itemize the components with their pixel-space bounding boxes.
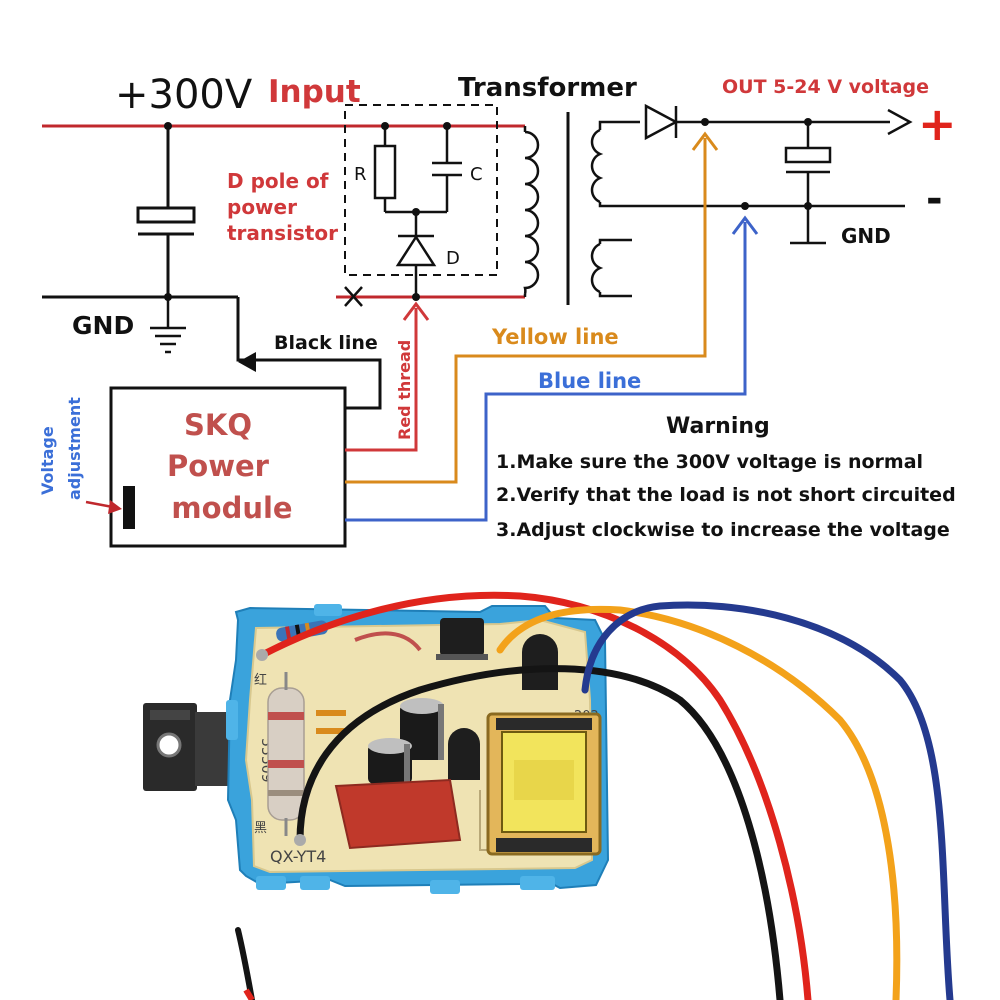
junction-dot [741,202,749,210]
minus-sign: - [926,176,943,222]
voltage-adjustment-line2: adjustment [65,397,84,500]
junction-dot [701,118,709,126]
pcb-transformer [486,712,602,856]
film-capacitor [334,778,462,850]
transistor-mid [522,634,558,690]
module-name-line1: SKQ [184,408,252,442]
voltage-potentiometer [123,486,135,529]
warning-item-2: 2.Verify that the load is not short circ… [496,484,956,506]
orange-wire [496,605,901,1000]
schematic: GND Black line R C [38,72,957,548]
housing-clip [520,876,555,890]
input-capacitor [136,126,196,297]
secondary-winding [590,120,745,208]
d-pole-label-line2: power [227,195,297,219]
junction-dot [804,202,812,210]
snubber-capacitor [432,126,462,212]
gnd-label-left: GND [72,311,134,340]
jumper [316,728,346,734]
diode-label: D [446,248,460,269]
power-resistor [267,672,305,836]
cut-mark [344,286,363,307]
primary-winding [523,126,540,297]
red-thread-label: Red thread [395,340,414,440]
auxiliary-winding [590,238,632,298]
yellow-line-label: Yellow line [491,325,619,349]
warning-title: Warning [666,414,770,439]
housing-clip [314,604,342,616]
blue-wire [581,601,954,1000]
housing-clip [256,876,286,890]
module-name-line3: module [171,491,292,525]
d-pole-label-line1: D pole of [227,169,329,193]
board-photo: QX-YT4 55509 202 红 黑 [143,591,954,1000]
black-line-wire [236,297,382,410]
adjust-arrowhead [108,500,122,514]
red-thread-arrow [402,301,430,321]
black-line-arrow [238,352,256,372]
silkscreen-trace [354,631,422,652]
black-line-label: Black line [274,332,378,354]
blue-line-wire [345,222,747,522]
housing-clip [226,700,238,740]
transistor-top [436,618,488,660]
red-thread-wire [345,308,418,452]
blue-line-arrow [731,215,759,235]
d-pole-label-line3: transistor [227,221,338,245]
junction-dot [412,293,420,301]
input-label: Input [268,74,361,110]
transistor-small [448,728,480,780]
snubber-resistor [373,126,447,214]
plus-sign: + [918,97,957,151]
snubber-box [344,104,498,276]
output-capacitor [784,122,832,245]
housing-clip [300,876,330,890]
silkscreen-red-char: 红 [254,672,267,688]
red-wire [258,591,812,1000]
gnd-label-right: GND [841,224,891,248]
silkscreen-model: QX-YT4 [270,847,326,866]
jumper [316,710,346,716]
loose-red-wire [243,988,255,1000]
capacitor-label: C [470,164,483,185]
solder-joint [256,649,268,661]
yellow-line-arrow [691,131,719,151]
skq-power-module [109,386,347,548]
electrolytic-capacitor-2 [368,738,412,784]
ground-symbol-left [150,297,186,354]
silkscreen-black-char: 黑 [254,821,267,836]
warning-item-1: 1.Make sure the 300V voltage is normal [496,451,923,473]
module-name-line2: Power [167,449,270,483]
input-voltage: +300V [115,72,253,118]
output-diode [644,103,679,141]
housing-clip [430,880,460,894]
transformer-label: Transformer [458,73,637,103]
solder-joint [294,834,306,846]
snubber-diode [395,212,437,297]
blue-line-label: Blue line [538,369,641,393]
voltage-adjustment-line1: Voltage [38,426,57,495]
resistor-label: R [354,164,367,185]
output-label: OUT 5-24 V voltage [722,76,929,98]
output-arrow [887,108,913,136]
black-wire [296,665,784,1000]
loose-black-wire [235,927,255,1000]
warning-item-3: 3.Adjust clockwise to increase the volta… [496,519,950,541]
yellow-line-wire [345,138,707,484]
